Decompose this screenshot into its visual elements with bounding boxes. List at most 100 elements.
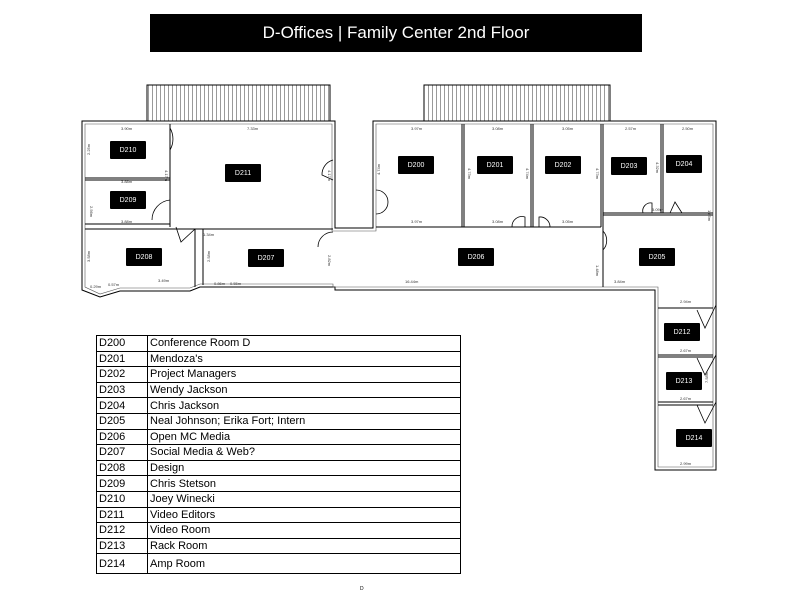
dimension-label: 2.56m — [89, 206, 94, 218]
room-tag-D207[interactable]: D207 — [248, 249, 284, 267]
dimension-label: 0.29m — [90, 284, 102, 289]
dimension-label: 2.57m — [625, 126, 637, 131]
dimension-label: 4.17m — [164, 170, 169, 182]
room-tag-D202[interactable]: D202 — [545, 156, 581, 174]
room-name-cell: Amp Room — [147, 553, 461, 575]
room-tag-label: D211 — [235, 170, 251, 177]
dimension-label: 4.74m — [376, 163, 381, 175]
dimension-label: 4.73m — [595, 168, 600, 180]
room-code-cell: D202 — [96, 366, 148, 383]
dimension-label: 3.88m — [121, 219, 133, 224]
room-tag-label: D206 — [468, 254, 485, 261]
dimension-label: 4.73m — [467, 168, 472, 180]
dimension-label: 3.05m — [562, 126, 574, 131]
dimension-labels: 3.90m 2.25m 3.88m 2.56m 3.88m 7.33m 4.17… — [86, 126, 712, 466]
dimension-label: 1.48m — [595, 265, 600, 277]
dimension-label: 3.49m — [158, 278, 170, 283]
dimension-label: 2.25m — [86, 143, 91, 155]
dimension-label: 4.74m — [525, 168, 530, 180]
room-tag-D203[interactable]: D203 — [611, 157, 647, 175]
room-tag-D201[interactable]: D201 — [477, 156, 513, 174]
room-tag-label: D213 — [676, 378, 693, 385]
room-name-cell: Rack Room — [147, 537, 461, 555]
dimension-label: 0.57m — [108, 282, 120, 287]
room-name-cell: Video Editors — [147, 506, 461, 524]
room-tag-label: D200 — [408, 162, 425, 169]
room-name-cell: Conference Room D — [147, 335, 461, 352]
dimension-label: 3.88m — [121, 179, 133, 184]
stairs-left — [146, 84, 331, 122]
room-code-cell: D201 — [96, 350, 148, 368]
room-code-cell: D209 — [96, 475, 148, 492]
dimension-label: 5.09m — [652, 207, 664, 212]
room-tag-label: D210 — [120, 147, 137, 154]
dimension-label: 3.84m — [614, 279, 626, 284]
room-code-cell: D213 — [96, 537, 148, 555]
dimension-label: 16.44m — [405, 279, 419, 284]
room-code-cell: D204 — [96, 397, 148, 414]
room-tag-label: D201 — [487, 162, 504, 169]
room-tag-D200[interactable]: D200 — [398, 156, 434, 174]
room-name-cell: Chris Stetson — [147, 475, 461, 492]
room-name-cell: Video Room — [147, 522, 461, 539]
room-code-cell: D206 — [96, 428, 148, 446]
stairs-right — [423, 84, 611, 122]
page-footer: D — [360, 586, 364, 592]
dimension-label: 4.32m — [655, 162, 660, 174]
interior-walls — [85, 124, 713, 406]
dimension-label: 2.58m — [206, 250, 211, 262]
room-name-cell: Neal Johnson; Erika Fort; Intern — [147, 412, 461, 430]
room-code-cell: D210 — [96, 490, 148, 508]
room-code-cell: D208 — [96, 459, 148, 477]
room-tag-label: D204 — [676, 161, 693, 168]
room-tag-label: D205 — [649, 254, 666, 261]
dimension-label: 2.82m — [327, 255, 332, 267]
dimension-label: 0.55m — [230, 281, 242, 286]
dimension-label: 3.08m — [492, 126, 504, 131]
room-tag-D206[interactable]: D206 — [458, 248, 494, 266]
dimension-label: 3.05m — [562, 219, 574, 224]
room-tag-D210[interactable]: D210 — [110, 141, 146, 159]
room-tag-D212[interactable]: D212 — [664, 323, 700, 341]
page-title: D-Offices | Family Center 2nd Floor — [150, 14, 642, 52]
room-code-cell: D211 — [96, 506, 148, 524]
room-name-cell: Mendoza's — [147, 350, 461, 368]
room-tag-label: D208 — [136, 254, 153, 261]
room-tag-D209[interactable]: D209 — [110, 191, 146, 209]
room-code-cell: D203 — [96, 381, 148, 399]
room-tag-D211[interactable]: D211 — [225, 164, 261, 182]
room-tag-D205[interactable]: D205 — [639, 248, 675, 266]
room-tag-label: D207 — [258, 255, 275, 262]
room-tag-D213[interactable]: D213 — [666, 372, 702, 390]
room-tag-label: D202 — [555, 162, 572, 169]
dimension-label: 2.99m — [680, 461, 692, 466]
room-tag-label: D212 — [674, 329, 691, 336]
room-code-cell: D214 — [96, 553, 148, 575]
room-tag-D204[interactable]: D204 — [666, 155, 702, 173]
room-tag-label: D214 — [686, 435, 703, 442]
dimension-label: 4.17m — [327, 170, 332, 182]
dimension-label: 1.85m — [707, 210, 712, 222]
dimension-label: 7.33m — [247, 126, 259, 131]
dimension-label: 3.58m — [86, 250, 91, 262]
room-tag-D214[interactable]: D214 — [676, 429, 712, 447]
dimension-label: 3.08m — [492, 219, 504, 224]
room-name-cell: Design — [147, 459, 461, 477]
doors — [151, 127, 717, 424]
dimension-label: 2.50m — [682, 126, 694, 131]
dimension-label: 0.86m — [214, 281, 226, 286]
room-code-cell: D200 — [96, 335, 148, 352]
dimension-label: 2.67m — [680, 396, 692, 401]
room-name-cell: Joey Winecki — [147, 490, 461, 508]
room-tag-D208[interactable]: D208 — [126, 248, 162, 266]
room-name-cell: Chris Jackson — [147, 397, 461, 414]
